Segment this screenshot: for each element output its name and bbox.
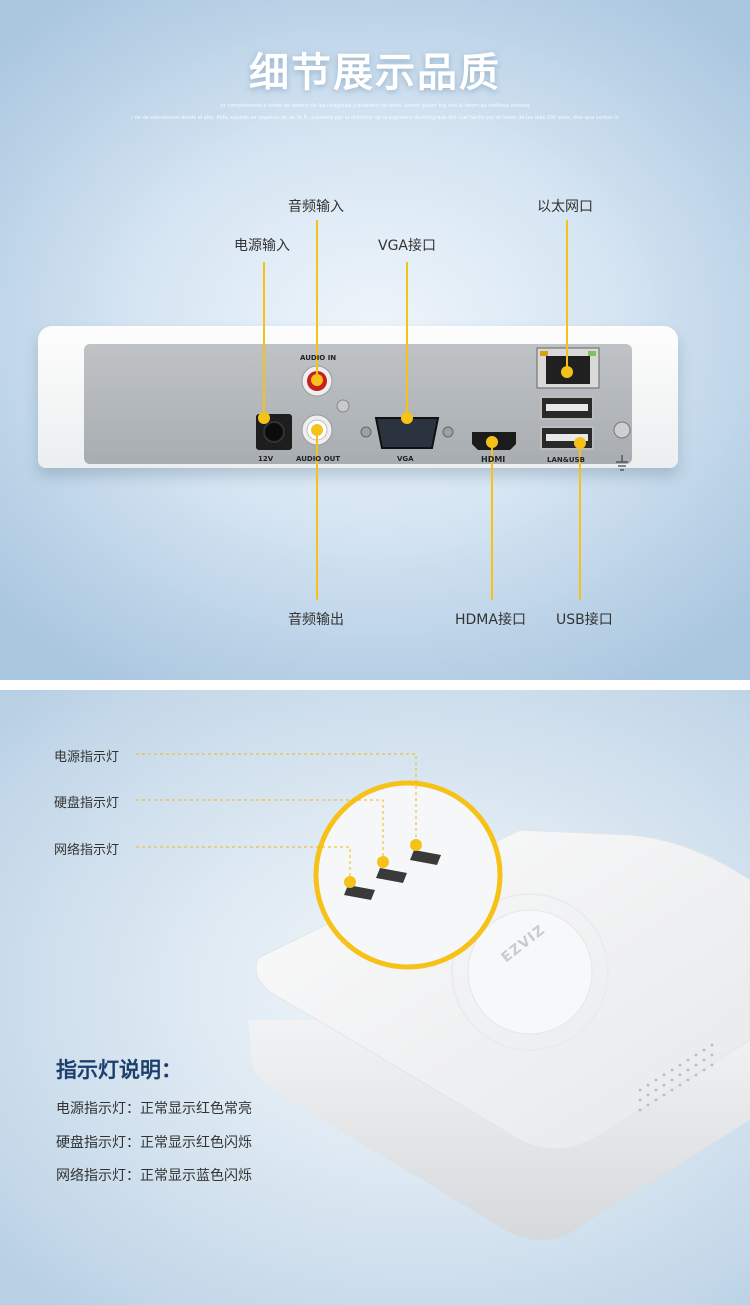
explanation-line-network: 网络指示灯：正常显示蓝色闪烁 [56, 1168, 252, 1184]
label-ethernet: 以太网口 [537, 199, 593, 215]
label-audio-in: 音频输入 [288, 199, 344, 215]
print-vga: VGA [397, 455, 414, 463]
device-top-illustration [136, 753, 750, 1240]
label-usb: USB接口 [556, 612, 613, 628]
print-audio-in: AUDIO IN [300, 354, 337, 362]
print-lan-usb: LAN&USB [547, 456, 585, 464]
page-title: 细节展示品质 [249, 50, 501, 96]
print-12v: 12V [258, 455, 274, 463]
explanation-line-disk: 硬盘指示灯：正常显示红色闪烁 [56, 1135, 252, 1151]
indicator-section: EZVIZ 电源指示灯 硬盘指示灯 网络指示灯 指示灯说明： 电源指示灯：正常显… [0, 690, 750, 1305]
explanation-title: 指示灯说明： [56, 1058, 182, 1082]
rear-panel-section: 细节展示品质 ut complemente a fondo de ordeno … [0, 0, 750, 680]
print-hdmi: HDMI [481, 455, 506, 464]
label-power-in: 电源输入 [234, 238, 290, 254]
label-disk-indicator: 硬盘指示灯 [54, 796, 120, 811]
label-audio-out: 音频输出 [288, 612, 344, 628]
label-hdmi: HDMA接口 [455, 612, 526, 628]
print-audio-out: AUDIO OUT [296, 455, 341, 463]
port-illustrations [256, 220, 631, 600]
explanation-line-power: 电源指示灯：正常显示红色常亮 [56, 1101, 252, 1117]
label-network-indicator: 网络指示灯 [54, 843, 120, 858]
label-power-indicator: 电源指示灯 [54, 750, 120, 765]
fine-print-line-1: ut complemente a fondo de ordeno de las … [220, 103, 530, 109]
label-vga: VGA接口 [378, 238, 437, 254]
fine-print-line-2: r de de ejecutamos desde el alto. Aldo, … [131, 115, 619, 121]
